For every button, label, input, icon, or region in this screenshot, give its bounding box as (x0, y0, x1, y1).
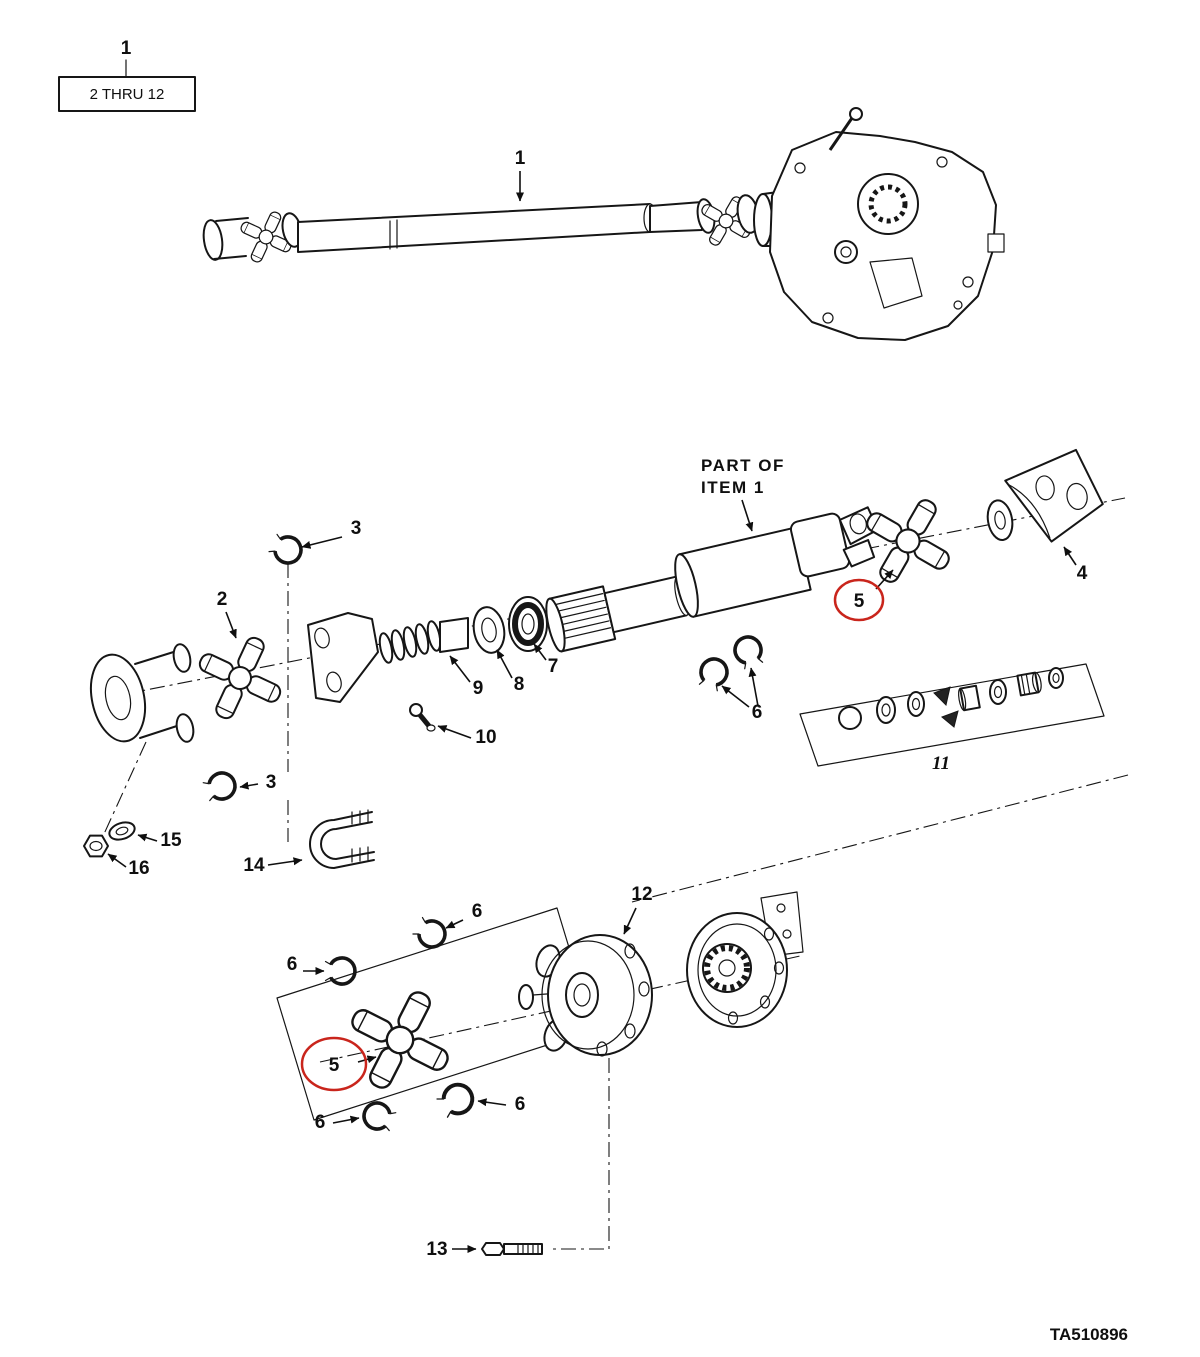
leader-3-upper (301, 536, 343, 549)
middle-callouts: 3 2 9 8 7 10 3 6 5 4 11 15 16 14 (107, 518, 1088, 879)
callout-5-upper: 5 (854, 591, 865, 612)
snap-ring-6-bottom-left (358, 1097, 399, 1136)
bolt-13 (481, 1242, 543, 1256)
snap-ring-6-mid-b (729, 631, 768, 672)
u-bolt-14 (309, 809, 375, 869)
leader-5-lower (357, 1055, 377, 1064)
top-reference-callout: 1 2 THRU 12 (58, 38, 196, 112)
highlight-circle-5-lower (300, 1036, 368, 1092)
front-yoke (202, 217, 249, 261)
callout-8: 8 (514, 674, 525, 695)
leader-10 (437, 725, 472, 739)
front-flange-yoke (89, 643, 195, 743)
shift-lever-knob (849, 107, 863, 121)
leader-12 (623, 907, 637, 935)
leader-4 (1063, 546, 1077, 566)
callout-3-upper: 3 (351, 518, 362, 539)
snap-ring-6-bottom-right (433, 1077, 480, 1123)
splined-bore (704, 945, 750, 991)
leader-6-bottom-right (477, 1098, 507, 1107)
callout-1: 1 (515, 148, 526, 202)
callout-13: 13 (426, 1239, 447, 1260)
leader-14 (267, 857, 303, 866)
leader-8 (496, 649, 513, 679)
callout-6-bottom-left: 6 (315, 1112, 326, 1133)
callout-14: 14 (243, 855, 265, 876)
callout-5-lower: 5 (329, 1055, 340, 1076)
splined-slip-shaft (545, 575, 691, 653)
callout-6-bottom-right: 6 (515, 1094, 526, 1115)
drawing-number: TA510896 (1050, 1325, 1128, 1344)
end-yoke-4 (986, 448, 1104, 543)
callout-1-label: 1 (515, 148, 526, 169)
shaft-tube-part-of-item-1 (674, 526, 812, 618)
callout-6-top: 6 (472, 901, 483, 922)
snap-ring-3-upper (265, 529, 308, 570)
companion-flange (686, 891, 804, 1028)
slip-yoke-part-of-item-1 (789, 506, 880, 578)
callout-3-lower: 3 (266, 772, 277, 793)
leader-15 (137, 833, 158, 842)
callout-9: 9 (473, 678, 484, 699)
lube-fitting-10 (409, 703, 436, 732)
callout-6-mid: 6 (752, 702, 763, 723)
leader-3-lower (239, 781, 259, 790)
bearing-7 (508, 596, 548, 652)
callout-15: 15 (160, 830, 182, 851)
connector-line-nut (103, 741, 147, 835)
callout-12: 12 (631, 884, 652, 905)
leader-7 (533, 643, 547, 661)
note-leader (741, 499, 754, 532)
bottom-callouts: 6 6 5 6 6 12 13 (287, 884, 653, 1260)
washer-8 (472, 606, 506, 654)
washer-15 (108, 821, 136, 841)
repair-kit-11 (799, 663, 1105, 767)
callout-10: 10 (475, 727, 496, 748)
callout-7: 7 (548, 656, 559, 677)
slip-yoke-9 (307, 612, 469, 703)
bottom-exploded-view (276, 891, 804, 1256)
connector-line-to-bottom-view (631, 774, 1129, 903)
reference-range-box (58, 76, 196, 112)
callout-6-left: 6 (287, 954, 298, 975)
bolt-connector-line (550, 1058, 610, 1250)
callout-4: 4 (1077, 563, 1088, 584)
nut-16 (83, 834, 109, 858)
leader-6-bottom-left (332, 1115, 360, 1124)
callout-2: 2 (217, 589, 228, 610)
snap-ring-3-lower (200, 767, 241, 806)
leader-6-top (445, 919, 464, 929)
transfer-case (769, 107, 1005, 341)
part-of-item-note: PART OF ITEM 1 (701, 456, 785, 532)
leader-16 (107, 853, 127, 868)
shaft-tube (297, 201, 703, 253)
leader-9 (449, 655, 471, 683)
note-line-2: ITEM 1 (701, 478, 765, 497)
note-line-1: PART OF (701, 456, 785, 475)
rear-u-joint (696, 191, 779, 249)
reference-range-text: 2 THRU 12 (90, 86, 165, 103)
snap-ring-6-mid-a (694, 653, 733, 694)
leader-6-mid-b (748, 667, 759, 707)
leader-6-mid-a (721, 685, 750, 708)
propeller-shaft-assembly (202, 107, 1005, 341)
reference-number: 1 (121, 38, 132, 59)
leader-2 (225, 611, 237, 639)
leader-5-upper (875, 569, 894, 590)
flange-yoke-12 (518, 934, 653, 1057)
callout-16: 16 (128, 858, 149, 879)
middle-exploded-view (83, 448, 1129, 903)
highlight-circle-5-upper (833, 578, 885, 622)
callout-11: 11 (932, 753, 950, 774)
u-joint-spider-5-upper (861, 494, 956, 589)
